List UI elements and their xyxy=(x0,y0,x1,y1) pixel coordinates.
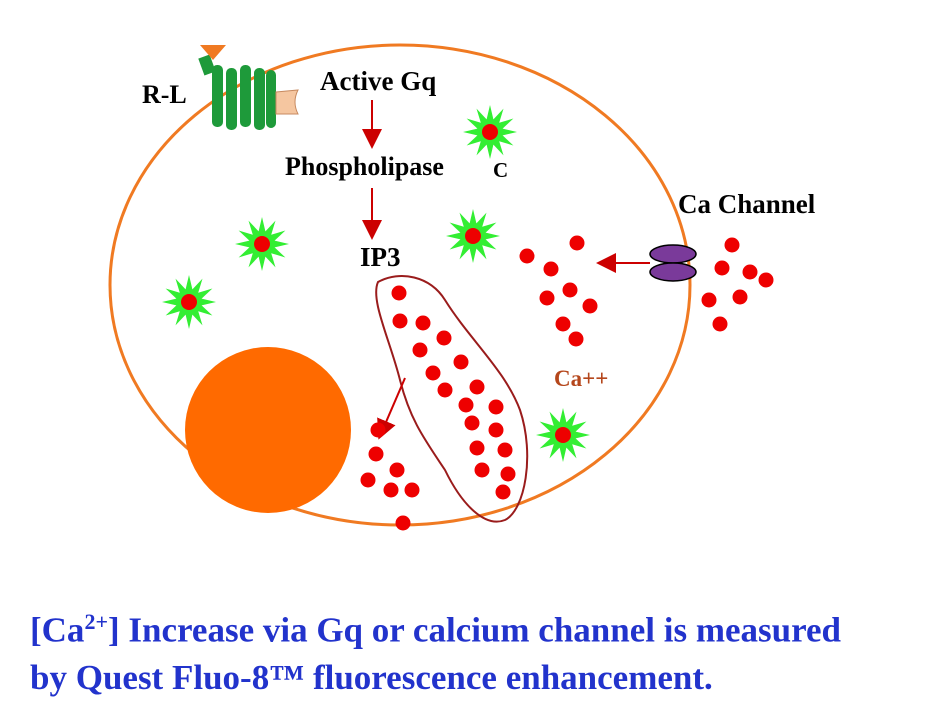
fluorescent-indicator-icon xyxy=(235,217,289,271)
caption-line1-open: [Ca xyxy=(30,610,85,650)
nucleus xyxy=(185,347,351,513)
calcium-ion-dot xyxy=(712,316,728,332)
calcium-ion-dot xyxy=(500,466,516,482)
calcium-ion-dot xyxy=(732,289,748,305)
endoplasmic-reticulum xyxy=(375,275,529,523)
calcium-ion-dot xyxy=(425,365,441,381)
calcium-ion-dot xyxy=(404,482,420,498)
calcium-ion-dot xyxy=(724,237,740,253)
calcium-ion-dot xyxy=(555,316,571,332)
calcium-ion-dot xyxy=(742,264,758,280)
receptor-label: R-L xyxy=(142,80,187,109)
caption-line2: by Quest Fluo-8™ fluorescence enhancemen… xyxy=(30,657,713,697)
ligand-icon xyxy=(200,45,226,60)
calcium-ion-dot xyxy=(391,285,407,301)
ip3-label: IP3 xyxy=(360,242,401,272)
calcium-ion-dot xyxy=(474,462,490,478)
calcium-channel-icon xyxy=(649,244,697,282)
fluorescent-indicator-icon xyxy=(536,408,590,462)
calcium-ion-dot xyxy=(464,415,480,431)
calcium-ion-dot xyxy=(714,260,730,276)
fluorescent-indicator-icon xyxy=(446,209,500,263)
calcium-ion-dot xyxy=(436,330,452,346)
calcium-ion-dot xyxy=(582,298,598,314)
calcium-ion-dot xyxy=(360,472,376,488)
figure-caption: [Ca2+] Increase via Gq or calcium channe… xyxy=(30,598,920,701)
receptor-icon xyxy=(198,54,299,130)
calcium-ion-dot xyxy=(543,261,559,277)
calcium-ion-dot xyxy=(495,484,511,500)
calcium-ion-dot xyxy=(568,331,584,347)
calcium-ions-label: Ca++ xyxy=(554,366,608,391)
phospholipase-suffix-label: C xyxy=(493,158,508,182)
fluorescent-indicator-icon xyxy=(162,275,216,329)
calcium-ion-dot xyxy=(488,399,504,415)
calcium-ion-dot xyxy=(368,446,384,462)
active-gq-label: Active Gq xyxy=(320,66,436,96)
calcium-ion-dot xyxy=(415,315,431,331)
calcium-ion-dot xyxy=(395,515,411,531)
caption-superscript: 2+ xyxy=(84,609,108,634)
calcium-ion-dot xyxy=(412,342,428,358)
phospholipase-label: Phospholipase xyxy=(285,152,444,181)
calcium-ion-dot xyxy=(383,482,399,498)
calcium-ion-dot xyxy=(488,422,504,438)
calcium-ion-dot xyxy=(539,290,555,306)
calcium-ion-dot xyxy=(519,248,535,264)
calcium-ion-dot xyxy=(389,462,405,478)
calcium-ion-dot xyxy=(469,379,485,395)
calcium-ion-dot xyxy=(458,397,474,413)
calcium-ion-dot xyxy=(370,422,386,438)
calcium-ion-dot xyxy=(497,442,513,458)
calcium-ion-dot xyxy=(701,292,717,308)
calcium-ion-dot xyxy=(392,313,408,329)
fluorescent-indicator-icon xyxy=(463,105,517,159)
calcium-ion-dot xyxy=(569,235,585,251)
calcium-ion-dot xyxy=(437,382,453,398)
calcium-ion-dot xyxy=(469,440,485,456)
caption-line1-rest: ] Increase via Gq or calcium channel is … xyxy=(107,610,842,650)
calcium-ion-dot xyxy=(562,282,578,298)
calcium-ion-dot xyxy=(453,354,469,370)
ca-channel-label: Ca Channel xyxy=(678,189,816,219)
calcium-ion-dot xyxy=(758,272,774,288)
